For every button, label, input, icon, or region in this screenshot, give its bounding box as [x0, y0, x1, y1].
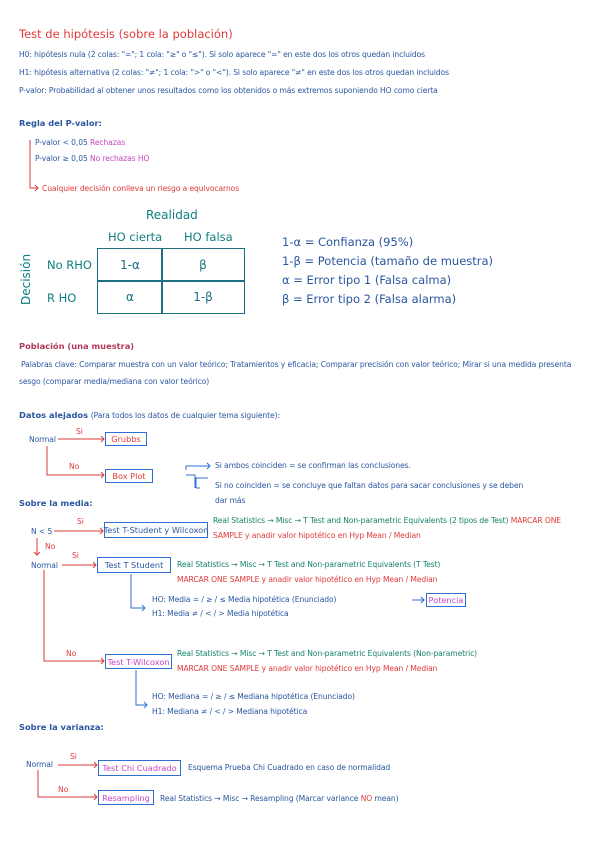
cell-alpha: α: [97, 280, 163, 314]
resampling-desc-line: Real Statistics → Misc → Resampling (Mar…: [160, 794, 399, 803]
media-no-2: No: [66, 649, 77, 658]
row-rho: R HO: [47, 291, 77, 305]
chi-cuadrado-box: Test Chi Cuadrado: [98, 760, 181, 776]
regla-line-2: P-valor ≥ 0,05 No rechazas HO: [35, 154, 149, 163]
h0-definition: H0: hipótesis nula (2 colas: "="; 1 cola…: [19, 50, 425, 59]
ttest-h1: H1: Media ≠ / < / > Media hipotética: [152, 609, 289, 618]
media-n5: N < 5: [31, 527, 53, 536]
test-tstudent-wilcoxon-box: Test T-Student y Wilcoxon: [104, 522, 208, 538]
alejados-si: Si: [76, 427, 83, 436]
def-error-1: α = Error tipo 1 (Falsa calma): [282, 273, 452, 287]
ttest-red: MARCAR ONE SAMPLE y anadir valor hipotét…: [177, 575, 438, 584]
regla-note: Cualquier decisión conlleva un riesgo a …: [42, 184, 240, 193]
media-si-1: Si: [77, 517, 84, 526]
cell-1-beta: 1-β: [161, 280, 245, 314]
varianza-normal: Normal: [26, 760, 53, 769]
test-small-red: MARCAR ONE: [510, 516, 561, 525]
realidad-label: Realidad: [146, 208, 198, 222]
alejados-normal: Normal: [29, 435, 56, 444]
conclusion-line-1: Si ambos coinciden = se confirman las co…: [215, 461, 411, 470]
def-confianza: 1-α = Confianza (95%): [282, 235, 414, 249]
alejados-heading-line: Datos alejados (Para todos los datos de …: [19, 410, 280, 420]
regla-heading: Regla del P-valor:: [19, 118, 102, 128]
col-ho-cierta: HO cierta: [108, 230, 163, 244]
wilcox-red: MARCAR ONE SAMPLE y anadir valor hipotét…: [177, 664, 438, 673]
ttest-h0: HO: Media = / ≥ / ≤ Media hipotética (En…: [152, 595, 337, 604]
res-desc-1: Real Statistics → Misc → Resampling (Mar…: [160, 794, 359, 803]
test-tstudent-box: Test T Student: [97, 557, 171, 573]
poblacion-heading: Población (una muestra): [19, 341, 135, 351]
poblacion-text-1: Palabras clave: Comparar muestra con un …: [21, 360, 572, 369]
regla-result-2: No rechazas HO: [90, 154, 150, 163]
pvalor-definition: P-valor: Probabilidad al obtener unos re…: [19, 86, 438, 95]
media-heading: Sobre la media:: [19, 498, 93, 508]
res-desc-2: mean): [374, 794, 399, 803]
cell-1-alpha: 1-α: [97, 248, 163, 282]
poblacion-text-2: sesgo (comparar media/mediana con valor …: [19, 377, 210, 386]
regla-cond-2: P-valor ≥ 0,05: [35, 154, 88, 163]
res-no: NO: [360, 794, 373, 803]
varianza-heading: Sobre la varianza:: [19, 722, 104, 732]
test-small-path-line: Real Statistics → Misc → T Test and Non-…: [213, 516, 561, 525]
test-small-path: Real Statistics → Misc → T Test and Non-…: [213, 516, 509, 525]
alejados-heading: Datos alejados: [19, 410, 89, 420]
media-normal: Normal: [31, 561, 58, 570]
page-title: Test de hipótesis (sobre la población): [19, 27, 233, 41]
h1-definition: H1: hipótesis alternativa (2 colas: "≠";…: [19, 68, 450, 77]
conclusion-line-2: Si no coinciden = se concluye que faltan…: [215, 481, 524, 490]
chi-desc: Esquema Prueba Chi Cuadrado en caso de n…: [188, 763, 391, 772]
def-error-2: β = Error tipo 2 (Falsa alarma): [282, 292, 457, 306]
ttest-path: Real Statistics → Misc → T Test and Non-…: [177, 560, 441, 569]
wilcox-h1: H1: Mediana ≠ / < / > Mediana hipotética: [152, 707, 308, 716]
wilcox-path: Real Statistics → Misc → T Test and Non-…: [177, 649, 478, 658]
test-small-red-2: SAMPLE y anadir valor hipotético en Hyp …: [213, 531, 421, 540]
potencia-box: Potencia: [426, 593, 466, 607]
regla-result-1: Rechazas: [90, 138, 126, 147]
decision-label: Decisión: [19, 253, 33, 305]
media-si-2: Si: [72, 551, 79, 560]
regla-line-1: P-valor < 0,05 Rechazas: [35, 138, 125, 147]
resampling-box: Resampling: [98, 790, 154, 805]
wilcox-h0: HO: Mediana = / ≥ / ≤ Mediana hipotética…: [152, 692, 355, 701]
boxplot-box: Box Plot: [105, 469, 153, 483]
row-no-rho: No RHO: [47, 258, 92, 272]
cell-beta: β: [161, 248, 245, 282]
alejados-no: No: [69, 462, 80, 471]
regla-cond-1: P-valor < 0,05: [35, 138, 88, 147]
media-no-1: No: [45, 542, 56, 551]
varianza-no: No: [58, 785, 69, 794]
conclusion-line-3: dar más: [215, 496, 246, 505]
def-potencia: 1-β = Potencia (tamaño de muestra): [282, 254, 494, 268]
alejados-sub: (Para todos los datos de cualquier tema …: [90, 411, 280, 420]
col-ho-falsa: HO falsa: [184, 230, 233, 244]
grubbs-box: Grubbs: [105, 432, 147, 446]
test-wilcoxon-box: Test T-Wilcoxon: [105, 654, 172, 669]
varianza-si: Si: [70, 752, 77, 761]
